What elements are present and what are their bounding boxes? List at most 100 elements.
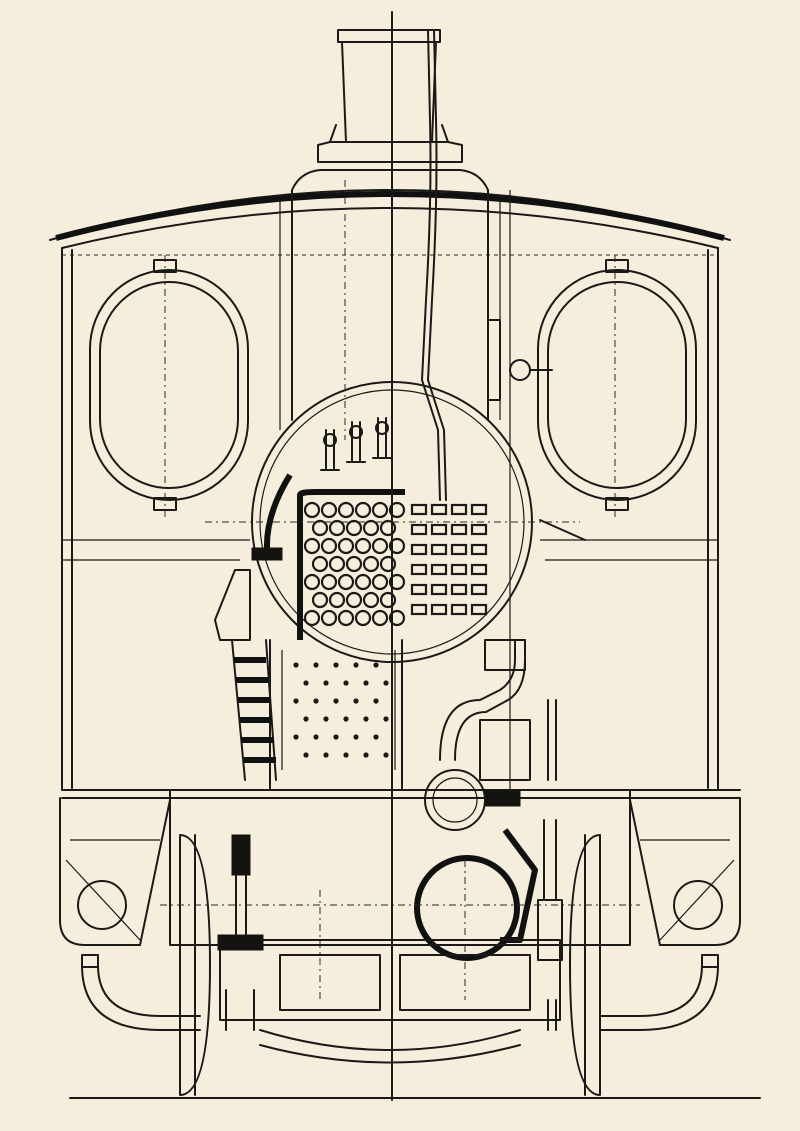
superheater-element — [430, 563, 448, 576]
superheater-element — [470, 543, 488, 556]
firebox-stay — [343, 752, 349, 758]
lower-beam — [81, 954, 719, 1031]
boiler-tube — [328, 519, 346, 537]
firebox-stay — [293, 698, 299, 704]
window-right — [537, 259, 697, 511]
boiler-tube — [320, 501, 338, 519]
superheater-element — [470, 603, 488, 616]
superheater-element — [470, 503, 488, 516]
firebox-stay — [313, 698, 319, 704]
boiler-tube — [388, 537, 406, 555]
superheater-element — [410, 583, 428, 596]
window-left — [89, 259, 249, 511]
superheater-element — [430, 523, 448, 536]
frames — [59, 789, 741, 946]
firebox-stay — [333, 734, 339, 740]
boiler-tube — [328, 591, 346, 609]
boiler-tube — [362, 555, 380, 573]
boiler-tube — [320, 609, 338, 627]
boiler-tube — [345, 591, 363, 609]
firebox-stay — [313, 662, 319, 668]
firebox-stay — [323, 752, 329, 758]
boiler-tube — [337, 501, 355, 519]
superheater-element — [410, 523, 428, 536]
superheater-element — [450, 563, 468, 576]
boiler-tube — [328, 555, 346, 573]
boiler-tube — [354, 537, 372, 555]
boiler-tube — [311, 519, 329, 537]
boiler-tube — [354, 501, 372, 519]
firebox-stay — [343, 716, 349, 722]
superheater-element — [450, 583, 468, 596]
boiler-tube — [303, 609, 321, 627]
boiler-tube — [362, 591, 380, 609]
boiler-tube — [388, 501, 406, 519]
firebox-stay — [293, 662, 299, 668]
right-fittings — [487, 319, 586, 781]
regulator-pipe — [391, 11, 447, 1101]
firebox-stay — [383, 716, 389, 722]
superheater-element — [410, 543, 428, 556]
firebox-stays — [293, 662, 389, 758]
superheater-element — [430, 583, 448, 596]
superheater-element — [450, 523, 468, 536]
spring-left — [217, 834, 264, 1031]
boiler-tube — [320, 537, 338, 555]
firebox-stay — [383, 680, 389, 686]
superheater-element — [410, 503, 428, 516]
firebox-stay — [333, 662, 339, 668]
spring-right — [537, 819, 563, 1031]
boiler-tube — [311, 591, 329, 609]
firebox-stay — [363, 716, 369, 722]
boiler-tube — [337, 537, 355, 555]
firebox-stay — [363, 680, 369, 686]
superheater-element — [450, 603, 468, 616]
boiler-tubes — [303, 501, 406, 627]
firebox-stay — [383, 752, 389, 758]
firebox-stay — [373, 698, 379, 704]
firebox-stay — [323, 680, 329, 686]
firebox-stay — [353, 734, 359, 740]
firebox-stay — [293, 734, 299, 740]
axle-assembly — [219, 939, 561, 1064]
boiler-tube — [388, 573, 406, 591]
firebox-stay — [343, 680, 349, 686]
superheater-element — [470, 523, 488, 536]
cab-roof — [49, 189, 731, 249]
firebox-stay — [303, 752, 309, 758]
steam-chest — [424, 769, 521, 831]
superheater-element — [450, 503, 468, 516]
superheater-element — [470, 563, 488, 576]
superheater-element — [450, 543, 468, 556]
left-ladder — [214, 547, 283, 781]
boiler-tube — [303, 573, 321, 591]
firebox-stay — [373, 662, 379, 668]
firebox — [269, 639, 403, 791]
wheel-right — [569, 834, 601, 1096]
firebox-stay — [323, 716, 329, 722]
boiler-tube — [371, 537, 389, 555]
superheater-element — [470, 583, 488, 596]
superheater-element — [410, 563, 428, 576]
firebox-stay — [353, 698, 359, 704]
boiler-tube — [345, 555, 363, 573]
firebox-stay — [313, 734, 319, 740]
chimney — [317, 29, 463, 163]
firebox-stay — [363, 752, 369, 758]
boiler-tube — [362, 519, 380, 537]
boiler-tube — [320, 573, 338, 591]
boiler-tube — [345, 519, 363, 537]
firebox-stay — [333, 698, 339, 704]
firebox-stay — [303, 716, 309, 722]
boiler-tube — [303, 501, 321, 519]
cylinder — [414, 828, 538, 961]
centre-lines — [160, 180, 640, 1000]
superheater-element — [430, 603, 448, 616]
superheater-element — [430, 543, 448, 556]
boiler-tube — [303, 537, 321, 555]
firebox-stay — [373, 734, 379, 740]
firebox-stay — [353, 662, 359, 668]
boiler-tube — [311, 555, 329, 573]
steam-pipes — [439, 639, 531, 781]
